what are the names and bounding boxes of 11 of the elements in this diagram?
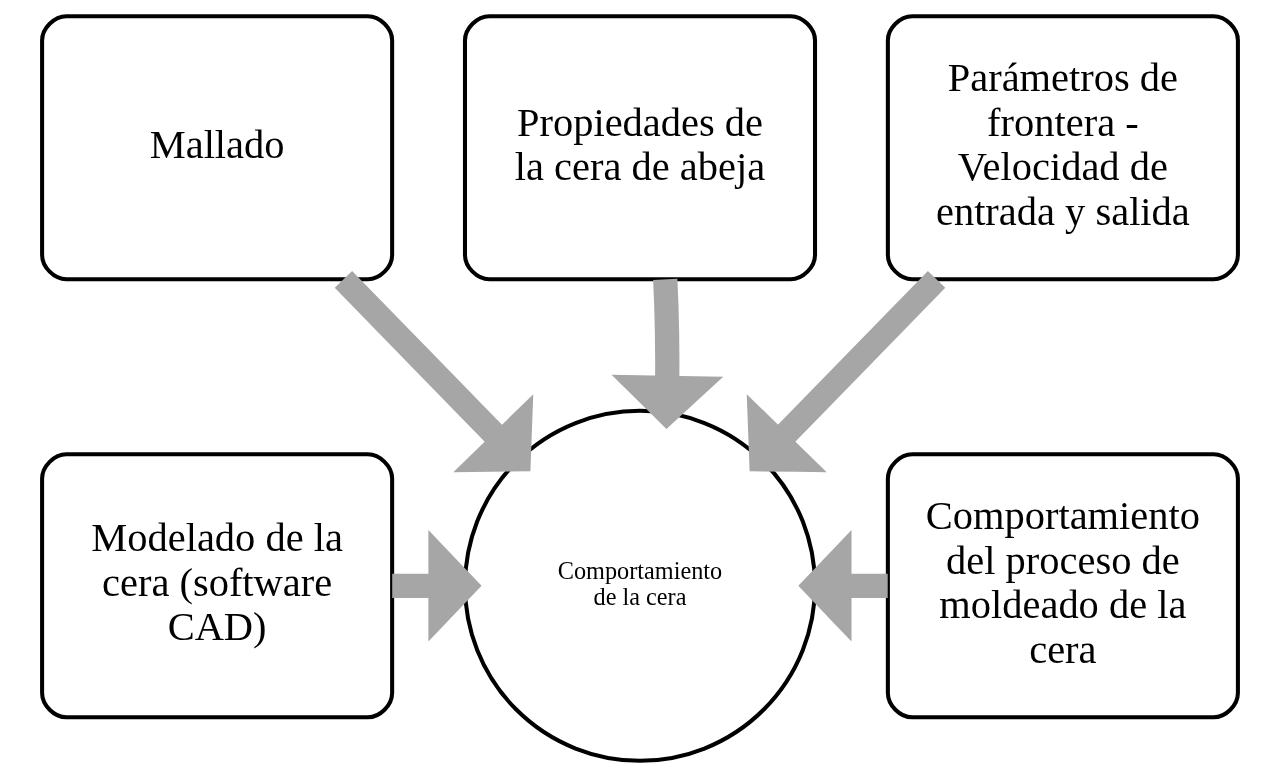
arrow <box>746 270 945 473</box>
node-box: Modelado de la cera (software CAD) <box>39 452 394 720</box>
node-box: Parámetros de frontera - Velocidad de entrada y salida <box>885 14 1240 282</box>
node-box: Propiedades de la cera de abeja <box>462 14 817 282</box>
node-box: Comportamiento del proceso de moldeado de la cera <box>885 452 1240 720</box>
arrow <box>334 270 533 473</box>
arrow <box>391 529 482 642</box>
node-box: Mallado <box>39 14 394 282</box>
arrow <box>797 529 888 642</box>
node-circle: Comportamiento de la cera <box>462 408 817 763</box>
arrow <box>611 278 723 429</box>
